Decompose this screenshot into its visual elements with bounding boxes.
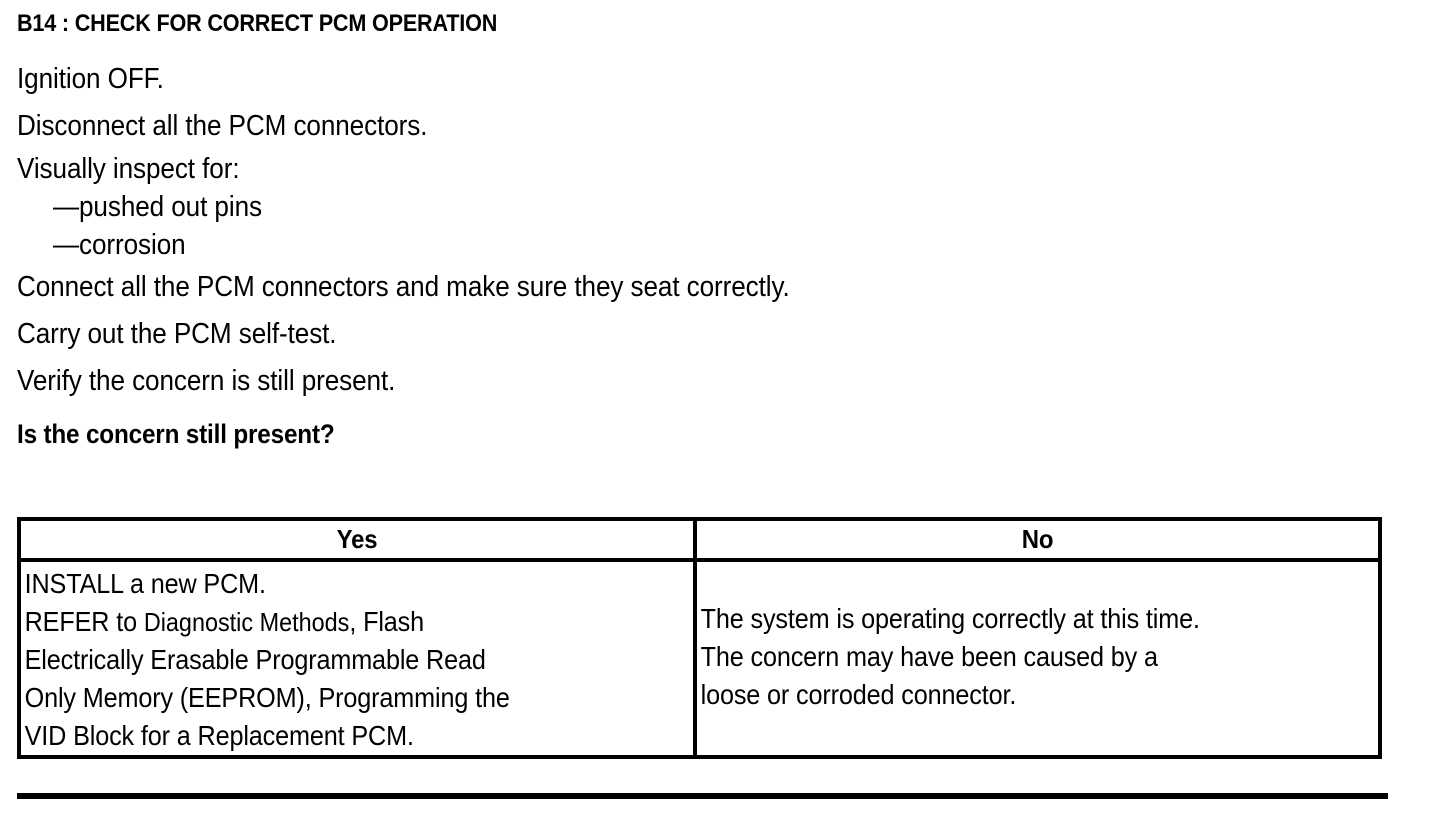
table-header-row: Yes No [21,521,1378,562]
refer-prefix: REFER to [24,606,144,637]
yes-action-line: VID Block for a Replacement PCM. [24,720,414,751]
table-header-cell-no: No [697,521,1378,558]
reference-title[interactable]: Diagnostic Methods [143,607,350,637]
procedure-line: Ignition OFF. [17,63,164,95]
page-title: B14 : CHECK FOR CORRECT PCM OPERATION [17,10,498,37]
table-cell-yes: INSTALL a new PCM. REFER to Diagnostic M… [21,562,697,755]
procedure-line: Disconnect all the PCM connectors. [17,110,428,142]
decision-question: Is the concern still present? [17,419,335,449]
column-header-yes: Yes [336,524,378,554]
column-header-no: No [1021,524,1054,554]
procedure-sub-item: —corrosion [53,229,186,261]
yes-action-line: Only Memory (EEPROM), Programming the [24,682,510,713]
procedure-line: Connect all the PCM connectors and make … [17,271,790,303]
procedure-list: Ignition OFF. Disconnect all the PCM con… [17,56,1417,463]
table-cell-no: The system is operating correctly at thi… [697,562,1378,755]
no-action-line: The concern may have been caused by a [700,641,1158,672]
decision-table: Yes No INSTALL a new PCM. REFER to Diagn… [17,517,1382,759]
yes-action-line: Electrically Erasable Programmable Read [24,644,486,675]
procedure-line: Verify the concern is still present. [17,365,396,397]
section-divider [17,793,1388,799]
table-header-cell-yes: Yes [21,521,697,558]
yes-action-line: INSTALL a new PCM. [24,568,266,599]
refer-suffix: , Flash [349,606,425,637]
no-action-block: The system is operating correctly at thi… [697,562,1378,752]
yes-action-block: INSTALL a new PCM. REFER to Diagnostic M… [21,562,693,755]
procedure-sub-item: —pushed out pins [53,191,262,223]
yes-action-line-refer: REFER to Diagnostic Methods, Flash [21,603,626,641]
procedure-line: Visually inspect for: [17,153,240,185]
no-action-line: The system is operating correctly at thi… [700,603,1200,634]
table-row: INSTALL a new PCM. REFER to Diagnostic M… [21,562,1378,755]
no-action-line: loose or corroded connector. [700,679,1017,710]
procedure-line: Carry out the PCM self-test. [17,318,337,350]
